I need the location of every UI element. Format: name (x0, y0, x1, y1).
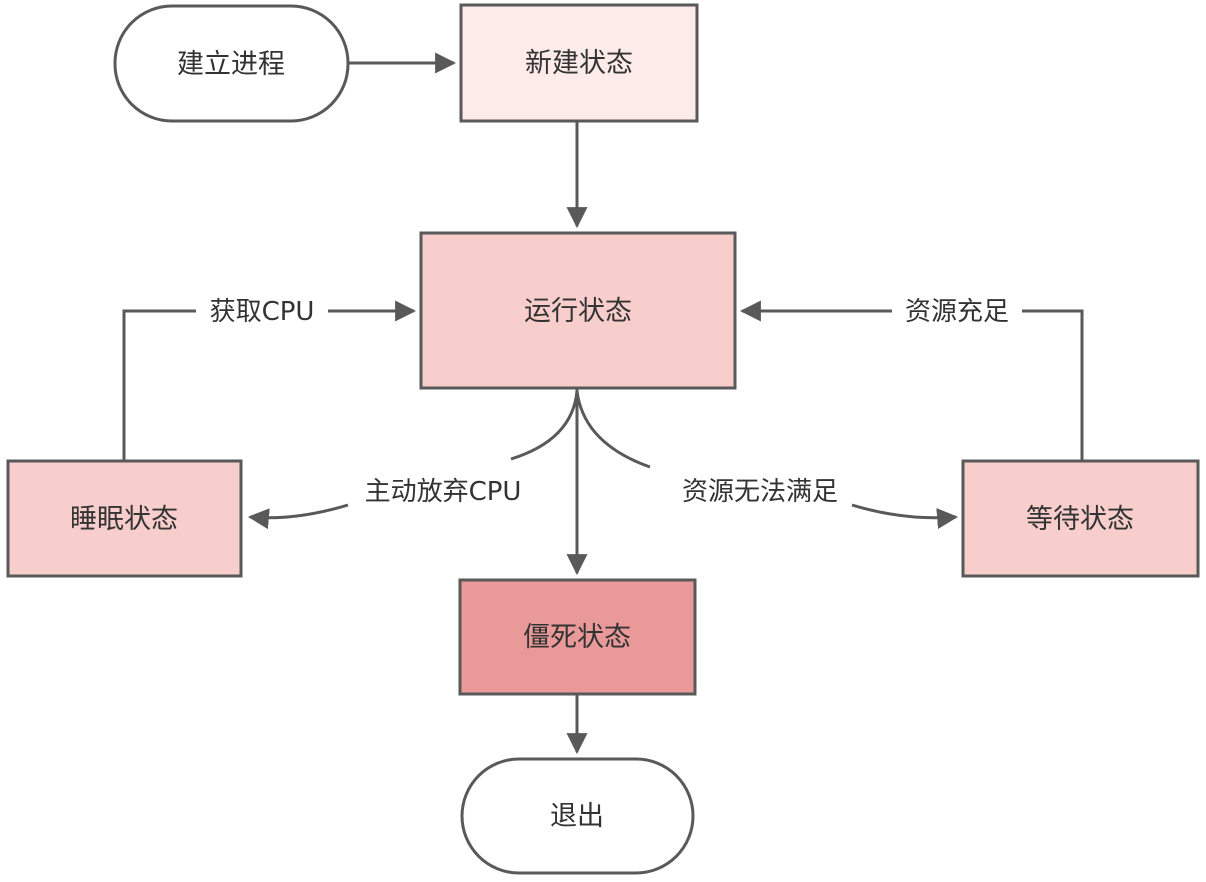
node-new-state-label: 新建状态 (525, 48, 633, 79)
edge-label-resources-unmet: 资源无法满足 (682, 477, 838, 507)
edge-wait-to-running: 资源充足 (739, 294, 1084, 461)
edge-running-to-wait: 资源无法满足 (575, 390, 959, 529)
edge-sleep-to-running: 获取CPU (122, 294, 417, 461)
node-sleep-state: 睡眠状态 (6, 459, 243, 578)
edge-label-yield-cpu: 主动放弃CPU (365, 477, 522, 507)
node-exit-label: 退出 (550, 801, 604, 832)
node-running-state-label: 运行状态 (524, 296, 632, 327)
node-wait-state-label: 等待状态 (1026, 504, 1134, 535)
node-new-state: 新建状态 (459, 3, 699, 123)
node-sleep-state-label: 睡眠状态 (70, 504, 178, 535)
node-create-process: 建立进程 (113, 4, 350, 123)
edge-running-to-sleep: 主动放弃CPU (247, 390, 579, 530)
edge-label-bg (892, 294, 1022, 328)
node-zombie-state-label: 僵死状态 (523, 622, 631, 653)
edge-label-acquire-cpu: 获取CPU (210, 297, 315, 327)
node-exit: 退出 (460, 757, 695, 875)
edge-label-bg (196, 294, 328, 328)
node-create-process-label: 建立进程 (177, 49, 285, 80)
node-wait-state: 等待状态 (961, 459, 1200, 578)
edge-label-resources-sufficient: 资源充足 (905, 297, 1009, 327)
node-running-state: 运行状态 (419, 231, 737, 390)
node-zombie-state: 僵死状态 (458, 578, 697, 696)
